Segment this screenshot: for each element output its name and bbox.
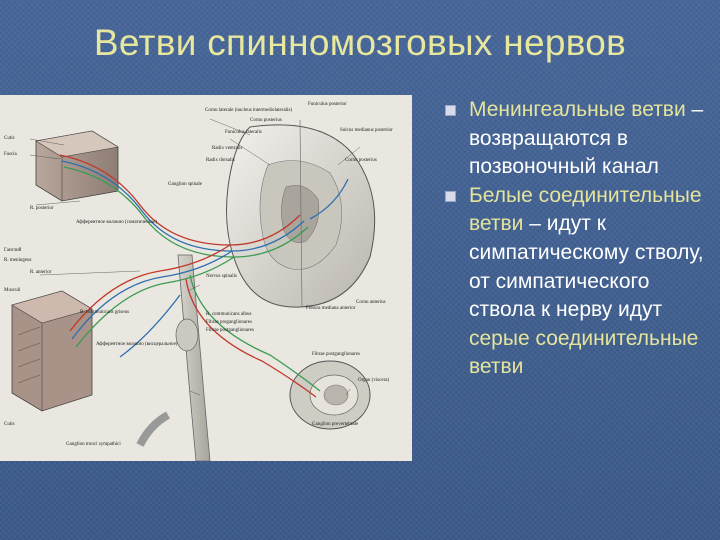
label-funiculus-posterior: Funiculus posterior xyxy=(308,102,347,107)
label-ganglion-trunci: Ganglion trunci sympathici xyxy=(66,442,121,447)
bullet-text: – идут к симпатическому стволу, от симпа… xyxy=(469,212,704,322)
bullet-meningeal: Менингеальные ветви – возвращаются в поз… xyxy=(441,96,711,182)
label-fascia: Fascia xyxy=(4,152,18,157)
label-radix-ventralis: Radix ventralis xyxy=(212,146,242,151)
label-cornu-posterius: Cornu posterius xyxy=(250,118,282,123)
label-r-communicans-albus: R. communicans albus xyxy=(206,312,251,317)
label-funiculus-lateralis: Funiculus lateralis xyxy=(225,130,262,135)
spinal-cord-segment xyxy=(226,119,376,308)
organ-cross-section xyxy=(289,360,371,430)
label-fibrae-postganglionares: Fibrae postganglionares xyxy=(206,328,254,333)
label-r-meningeus: R. meningeus xyxy=(4,258,32,263)
label-r-anterior: R. anterior xyxy=(30,270,52,275)
label-ganglion-spinale: Ganglion spinale xyxy=(168,182,203,187)
bullet-highlight-end: серые соединительные ветви xyxy=(469,326,699,379)
label-afferent-somatic: Афферентное волокно (соматическое) xyxy=(76,220,157,225)
bullet-white-rami: Белые соединительные ветви – идут к симп… xyxy=(441,182,711,382)
label-cornu-laterale: Cornu laterale (nucleus intermediolatera… xyxy=(205,108,292,113)
square-bullet-icon xyxy=(445,190,456,202)
bullet-list: Менингеальные ветви – возвращаются в поз… xyxy=(441,96,711,382)
label-ganglion: Ганглий xyxy=(4,248,22,253)
bullet-text: – возвращаются в позвоночный канал xyxy=(469,98,704,179)
sympathetic-trunk xyxy=(136,254,211,461)
skin-block-upper xyxy=(35,130,119,202)
label-musculi: Musculi xyxy=(4,288,21,293)
leader-lines xyxy=(29,118,361,396)
label-fibrae-post-right: Fibrae postganglionares xyxy=(312,352,360,357)
diagram-labels: Cornu laterale (nucleus intermediolatera… xyxy=(4,102,393,447)
nerve-fibers xyxy=(59,154,349,398)
label-r-communicans-griseus: R. communicans griseus xyxy=(80,310,129,315)
label-r-posterior: R. posterior xyxy=(30,206,54,211)
bullet-highlight: Менингеальные ветви xyxy=(469,98,686,121)
label-cornu-anterius: Cornu anterius xyxy=(356,300,386,305)
label-nervus-spinalis: Nervus spinalis xyxy=(206,274,237,279)
label-cutis-bottom: Cutis xyxy=(4,422,15,427)
label-afferent-visceral: Афферентное волокно (висцеральное) xyxy=(96,342,178,347)
label-radix-dorsalis: Radix dorsalis xyxy=(206,158,235,163)
label-ganglion-prevertebrale: Ganglion prevertebrale xyxy=(312,422,359,427)
label-fissura-mediana: Fissura mediana anterior xyxy=(306,306,356,311)
square-bullet-icon xyxy=(445,105,456,116)
label-fibrae-preganglionares: Fibrae preganglionares xyxy=(206,320,252,325)
label-sulcus-medianus: Sulcus medianus posterior xyxy=(340,128,393,133)
label-cornu-posterius-right: Cornu posterius xyxy=(345,158,377,163)
muscle-block-lower xyxy=(11,290,93,412)
slide-title: Ветви спинномозговых нервов xyxy=(93,22,627,63)
bullet-highlight: Белые соединительные ветви xyxy=(469,183,702,236)
label-organ: Organ (viscera) xyxy=(358,378,389,383)
label-cutis-top: Cutis xyxy=(4,136,15,141)
spinal-nerve-diagram: Cornu laterale (nucleus intermediolatera… xyxy=(0,95,412,461)
